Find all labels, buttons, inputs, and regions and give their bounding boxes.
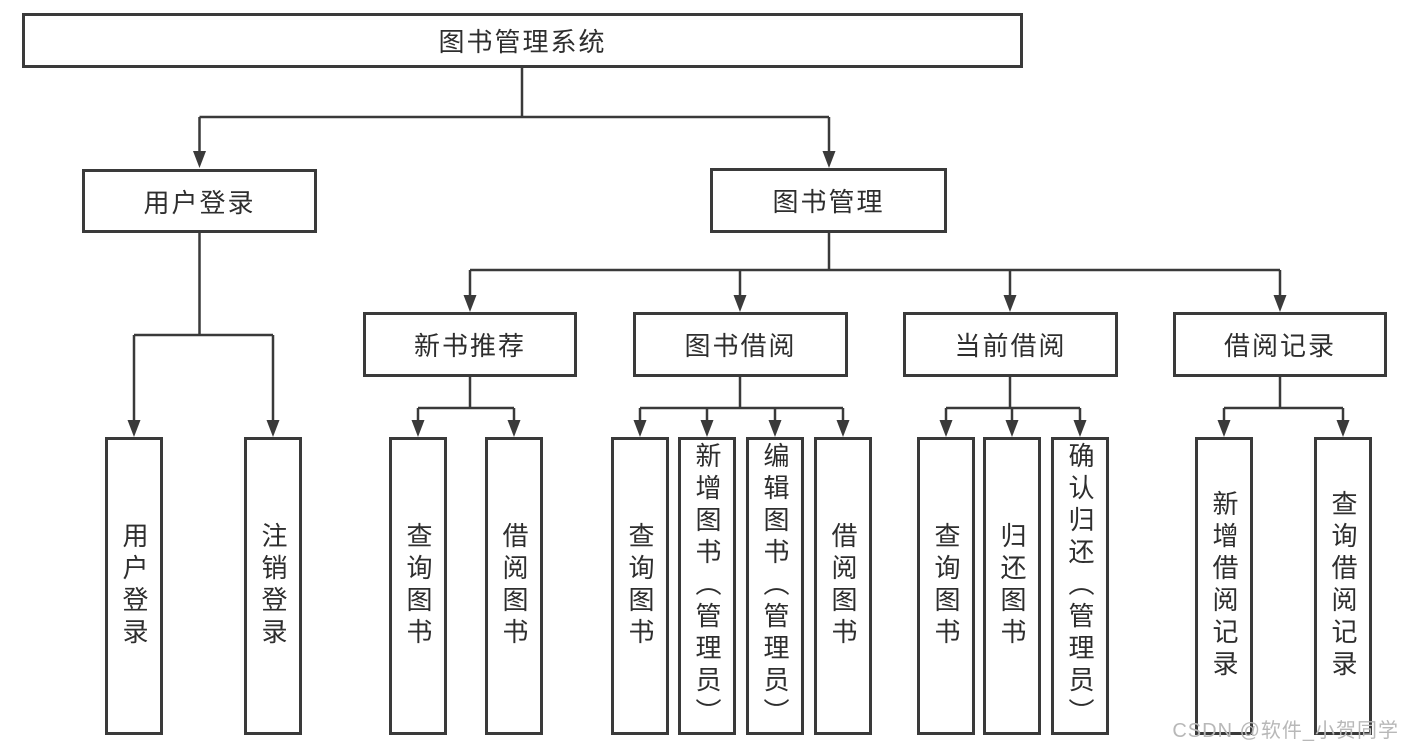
leaf-user-login: 用户登录: [105, 437, 163, 735]
node-library-system-root: 图书管理系统: [22, 13, 1023, 68]
leaf-logout: 注销登录: [244, 437, 302, 735]
csdn-watermark: CSDN @软件_小贺同学: [1172, 720, 1399, 742]
leaf-query-books-2: 查询图书: [611, 437, 669, 735]
leaf-borrow-books-1: 借阅图书: [485, 437, 543, 735]
node-user-login: 用户登录: [82, 169, 317, 233]
leaf-query-books-1: 查询图书: [389, 437, 447, 735]
node-borrow-records: 借阅记录: [1173, 312, 1387, 377]
node-book-management: 图书管理: [710, 168, 947, 233]
node-new-book-recommendation: 新书推荐: [363, 312, 577, 377]
leaf-add-borrow-record: 新增借阅记录: [1195, 437, 1253, 735]
leaf-edit-books-admin: 编辑图书（管理员）: [746, 437, 804, 735]
leaf-query-books-3: 查询图书: [917, 437, 975, 735]
leaf-return-books: 归还图书: [983, 437, 1041, 735]
leaf-query-borrow-record: 查询借阅记录: [1314, 437, 1372, 735]
node-current-borrowing: 当前借阅: [903, 312, 1118, 377]
leaf-borrow-books-2: 借阅图书: [814, 437, 872, 735]
leaf-add-books-admin: 新增图书（管理员）: [678, 437, 736, 735]
node-book-borrowing: 图书借阅: [633, 312, 848, 377]
leaf-confirm-return-admin: 确认归还（管理员）: [1051, 437, 1109, 735]
arrowhead-icons: [127, 151, 1350, 437]
